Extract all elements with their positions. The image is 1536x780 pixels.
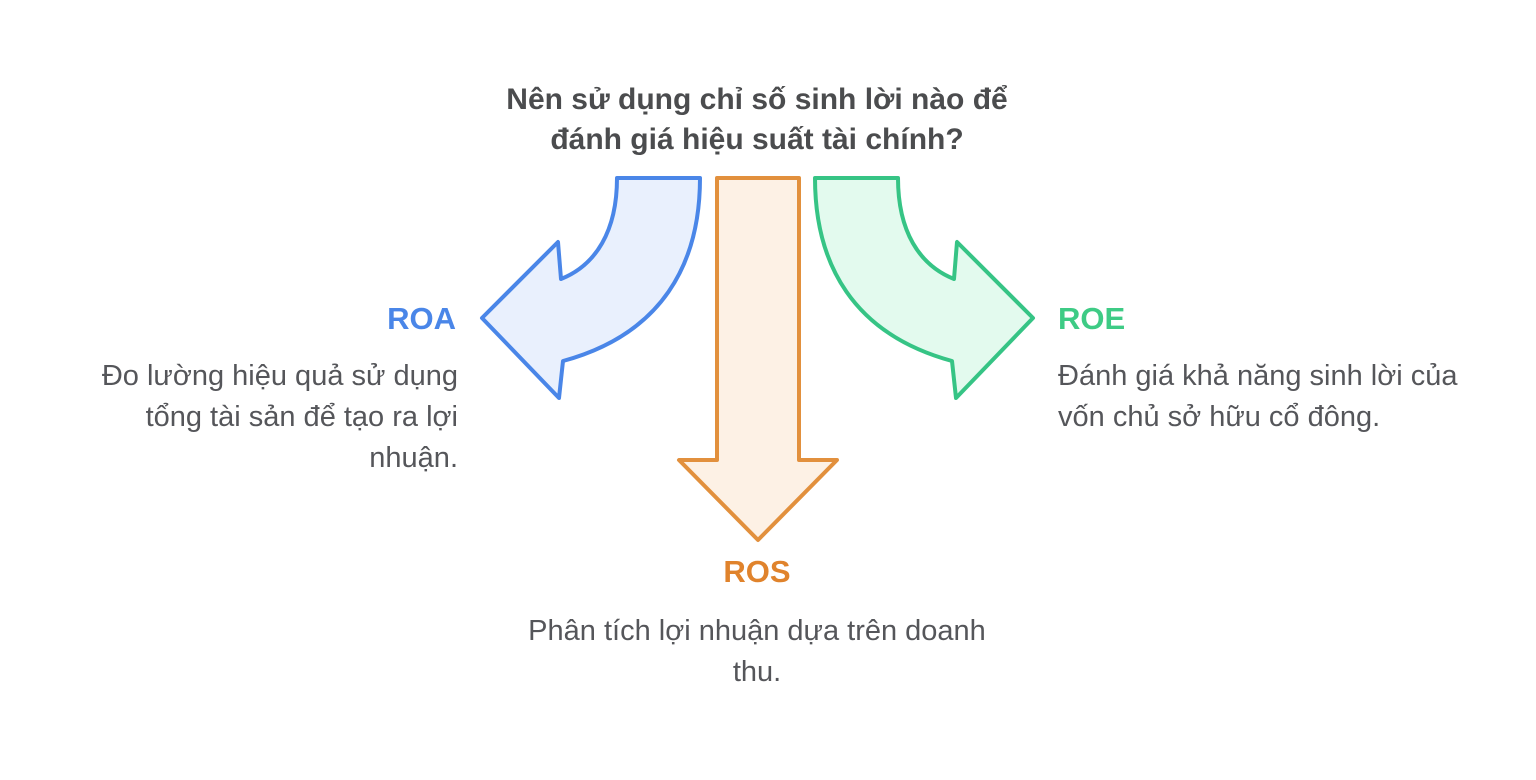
straight-arrow-down-icon	[677, 176, 839, 542]
ros-label: ROS	[723, 554, 791, 589]
roe-label: ROE	[1058, 301, 1126, 336]
curved-arrow-down-right-icon	[813, 176, 1035, 400]
curved-arrow-down-left-icon	[480, 176, 702, 400]
roa-label: ROA	[387, 301, 456, 336]
diagram-title: Nên sử dụng chỉ số sinh lời nào để đánh …	[506, 83, 1008, 156]
roa-description: Đo lường hiệu quả sử dụng tổng tài sản đ…	[101, 360, 458, 474]
ros-description: Phân tích lợi nhuận dựa trên doanh thu.	[528, 615, 986, 688]
roe-description: Đánh giá khả năng sinh lời của vốn chủ s…	[1058, 360, 1458, 433]
